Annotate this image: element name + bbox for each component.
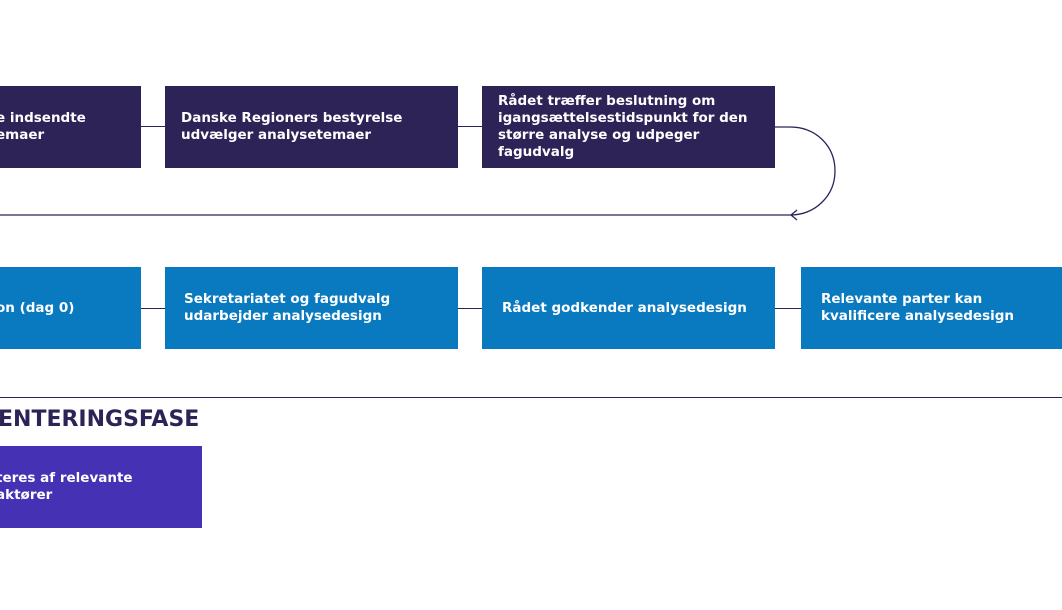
step-box-relevant-actors: teres af relevante aktører [0, 446, 202, 528]
arrow-head-icon [789, 209, 798, 221]
connector-line [775, 308, 801, 309]
step-box-board-selects-themes: Danske Regioners bestyrelse udvælger ana… [165, 86, 458, 168]
step-box-council-decision: Rådet træffer beslutning om igangsættels… [482, 86, 775, 168]
step-box-qualify-analysis-design: Relevante parter kan kvalificere analyse… [801, 267, 1062, 349]
phase-divider [0, 397, 1062, 398]
step-label: on (dag 0) [0, 299, 75, 316]
phase-heading: ENTERINGSFASE [0, 407, 200, 432]
connector-line [141, 126, 165, 127]
step-box-submitted-themes: e indsendte emaer [0, 86, 141, 168]
step-label: Rådet godkender analysedesign [502, 299, 747, 316]
step-label: e indsendte emaer [0, 110, 86, 143]
step-box-start-day-zero: on (dag 0) [0, 267, 141, 349]
connector-line [458, 308, 482, 309]
step-label: Rådet træffer beslutning om igangsættels… [498, 93, 748, 160]
step-label: Sekretariatet og fagudvalg udarbejder an… [184, 291, 391, 324]
connector-line [458, 126, 482, 127]
step-box-prepare-analysis-design: Sekretariatet og fagudvalg udarbejder an… [165, 267, 458, 349]
connector-line [141, 308, 165, 309]
step-label: Relevante parter kan kvalificere analyse… [821, 291, 1015, 324]
step-label: Danske Regioners bestyrelse udvælger ana… [181, 110, 403, 143]
step-label: teres af relevante aktører [0, 470, 133, 503]
step-box-approve-analysis-design: Rådet godkender analysedesign [482, 267, 775, 349]
